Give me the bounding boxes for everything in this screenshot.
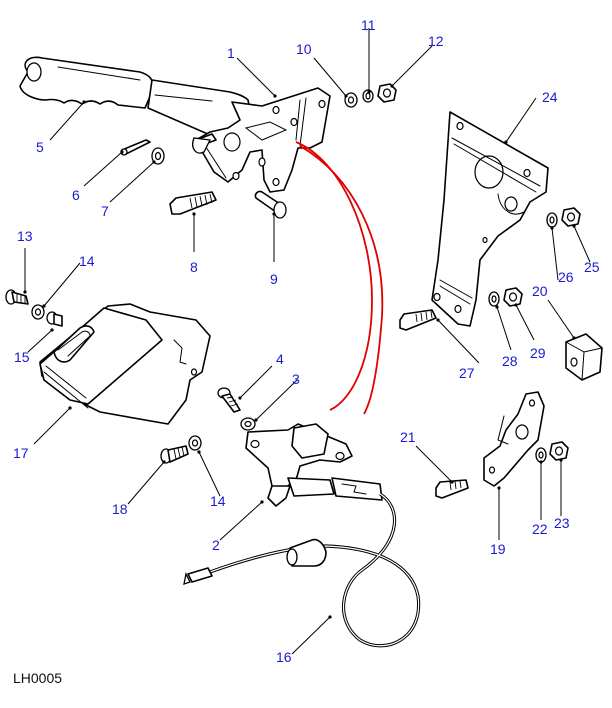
callout-13[interactable]: 13	[17, 228, 33, 244]
callout-14a[interactable]: 14	[79, 253, 95, 269]
screw-part-13[interactable]	[5, 289, 29, 305]
wire-highlight-a	[295, 141, 373, 411]
callout-12[interactable]: 12	[428, 33, 444, 49]
callout-labels: 1 2 3 4 5 6 7 8 9 10 11 12 13 14 15 16 1…	[13, 17, 600, 665]
callout-5[interactable]: 5	[36, 139, 44, 155]
washer-part-28[interactable]	[488, 291, 500, 307]
callout-2[interactable]: 2	[212, 537, 220, 553]
callout-21[interactable]: 21	[400, 429, 416, 445]
callout-6[interactable]: 6	[72, 187, 80, 203]
diagram-reference-code: LH0005	[13, 670, 63, 686]
callout-11[interactable]: 11	[361, 17, 376, 33]
callout-20[interactable]: 20	[532, 283, 548, 299]
callout-27[interactable]: 27	[459, 365, 475, 381]
gaiter-cover-part[interactable]	[39, 303, 211, 425]
callout-23[interactable]: 23	[554, 515, 570, 531]
callout-26[interactable]: 26	[558, 269, 574, 285]
bolt-part-8[interactable]	[169, 191, 217, 215]
callout-28[interactable]: 28	[502, 353, 518, 369]
callout-14b[interactable]: 14	[210, 493, 226, 509]
screw-part-18[interactable]	[160, 445, 189, 464]
shakeproof-washer-part-3[interactable]	[240, 417, 256, 431]
washer-part-10[interactable]	[344, 92, 358, 108]
callout-18[interactable]: 18	[112, 501, 128, 517]
grommet-part-15[interactable]	[46, 311, 63, 327]
washer-part-7[interactable]	[151, 147, 165, 165]
warning-switch-part[interactable]	[245, 423, 383, 507]
screw-part-4[interactable]	[217, 387, 241, 413]
nut-part-23[interactable]	[549, 441, 569, 461]
nut-part-25[interactable]	[561, 207, 581, 227]
callout-24[interactable]: 24	[542, 89, 558, 105]
callout-9[interactable]: 9	[270, 271, 278, 287]
spring-washer-part-11[interactable]	[362, 89, 374, 103]
nut-part-12[interactable]	[377, 83, 397, 103]
switch-harness-part[interactable]	[183, 492, 421, 648]
washer-part-22[interactable]	[535, 447, 547, 463]
callout-29[interactable]: 29	[530, 345, 546, 361]
bolt-part-21[interactable]	[435, 479, 469, 499]
nut-part-29[interactable]	[503, 287, 523, 307]
callout-22[interactable]: 22	[532, 521, 548, 537]
callout-19[interactable]: 19	[490, 541, 506, 557]
wire-highlight-b	[299, 145, 384, 415]
leader-dots	[23, 84, 576, 619]
washer-part-26[interactable]	[546, 212, 558, 228]
callout-15[interactable]: 15	[14, 349, 30, 365]
rubber-block-part[interactable]	[565, 333, 603, 381]
split-pin-part[interactable]	[120, 139, 151, 156]
handbrake-lever-part[interactable]	[19, 56, 331, 193]
callout-25[interactable]: 25	[584, 259, 600, 275]
callout-1[interactable]: 1	[227, 45, 235, 61]
callout-7[interactable]: 7	[101, 203, 109, 219]
callout-8[interactable]: 8	[190, 259, 198, 275]
bolt-part-27[interactable]	[399, 309, 437, 331]
clevis-pin-part[interactable]	[254, 190, 287, 219]
mounting-plate-part[interactable]	[431, 111, 549, 327]
washer-part-14-lower[interactable]	[188, 435, 202, 451]
mounting-bracket-part[interactable]	[483, 391, 545, 487]
callout-17[interactable]: 17	[13, 445, 29, 461]
callout-16[interactable]: 16	[276, 649, 292, 665]
callout-3[interactable]: 3	[292, 371, 300, 387]
callout-10[interactable]: 10	[296, 41, 312, 57]
leader-lines	[24, 28, 591, 655]
washer-part-14-upper[interactable]	[31, 304, 45, 320]
callout-4[interactable]: 4	[276, 351, 284, 367]
